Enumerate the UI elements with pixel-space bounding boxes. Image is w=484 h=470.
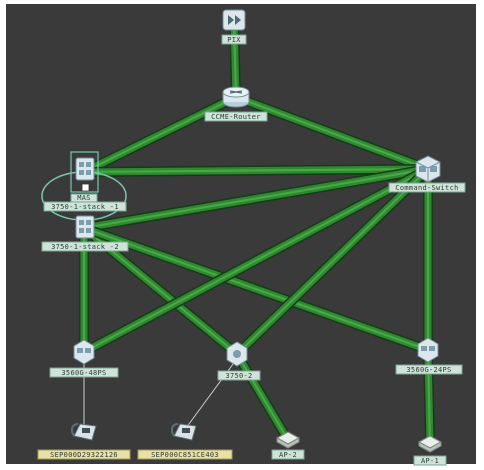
device-3750-stack-2[interactable]: 3750-1-stack -2: [41, 215, 129, 252]
access-point-icon: [417, 435, 443, 453]
router-icon: [222, 86, 250, 108]
firewall-icon: [222, 9, 246, 31]
device-phone-2[interactable]: SEP000C851CE403: [137, 423, 233, 460]
switch-icon: [226, 341, 248, 367]
selection-box: [70, 151, 99, 193]
device-pix[interactable]: PIX: [221, 9, 247, 45]
device-label-3750-2: 3750-2: [225, 372, 252, 380]
device-label-3750-stack-1: 3750-1-stack -1: [51, 203, 119, 211]
link-layer: [79, 17, 435, 449]
device-3750-2[interactable]: 3750-2: [217, 341, 261, 381]
device-phone-1[interactable]: SEP000D29322126: [37, 423, 131, 460]
device-ap-2[interactable]: AP-2: [271, 431, 305, 460]
selection-handle[interactable]: [81, 183, 90, 192]
switch-stack-icon: [75, 215, 95, 239]
device-3750-stack-1[interactable]: MAS 3750-1-stack -1: [43, 157, 127, 212]
link-s2-cmd: [83, 168, 429, 229]
device-label-3560g-24ps: 3560G-24PS: [406, 366, 451, 374]
device-command-switch[interactable]: Command-Switch: [388, 155, 466, 193]
link-sw3750-ap2: [236, 353, 289, 441]
access-point-icon: [275, 431, 301, 449]
device-label-phone-2: SEP000C851CE403: [151, 451, 219, 459]
device-3560g-24ps[interactable]: 3560G-24PS: [395, 337, 463, 375]
stack-master-badge: MAS: [77, 194, 91, 202]
device-label-phone-1: SEP000D29322126: [50, 451, 118, 459]
link-s2-sw24: [83, 227, 429, 351]
switch-icon: [73, 339, 95, 365]
ip-phone-icon: [70, 423, 97, 441]
device-ccme-router[interactable]: CCME-Router: [204, 86, 268, 122]
device-label-ap-2: AP-2: [279, 451, 297, 459]
device-ap-1[interactable]: AP-1: [413, 435, 447, 466]
ip-phone-icon: [170, 423, 197, 441]
switch-stack-icon: [75, 157, 95, 181]
device-label-ccme-router: CCME-Router: [211, 113, 261, 121]
link-ccme-s1: [83, 96, 237, 173]
link-ccme-cmd: [235, 96, 429, 170]
switch-icon: [415, 155, 441, 183]
device-label-pix: PIX: [227, 36, 241, 44]
link-cmd-sw48: [83, 168, 429, 353]
device-3560g-48ps[interactable]: 3560G-48PS: [49, 339, 119, 378]
device-label-ap-1: AP-1: [421, 457, 439, 465]
link-s1-cmd: [83, 168, 429, 173]
switch-icon: [417, 337, 439, 363]
device-label-3560g-48ps: 3560G-48PS: [61, 369, 106, 377]
link-cmd-sw3750: [236, 168, 429, 355]
device-label-3750-stack-2: 3750-1-stack -2: [51, 243, 119, 251]
device-label-command-switch: Command-Switch: [395, 184, 458, 192]
